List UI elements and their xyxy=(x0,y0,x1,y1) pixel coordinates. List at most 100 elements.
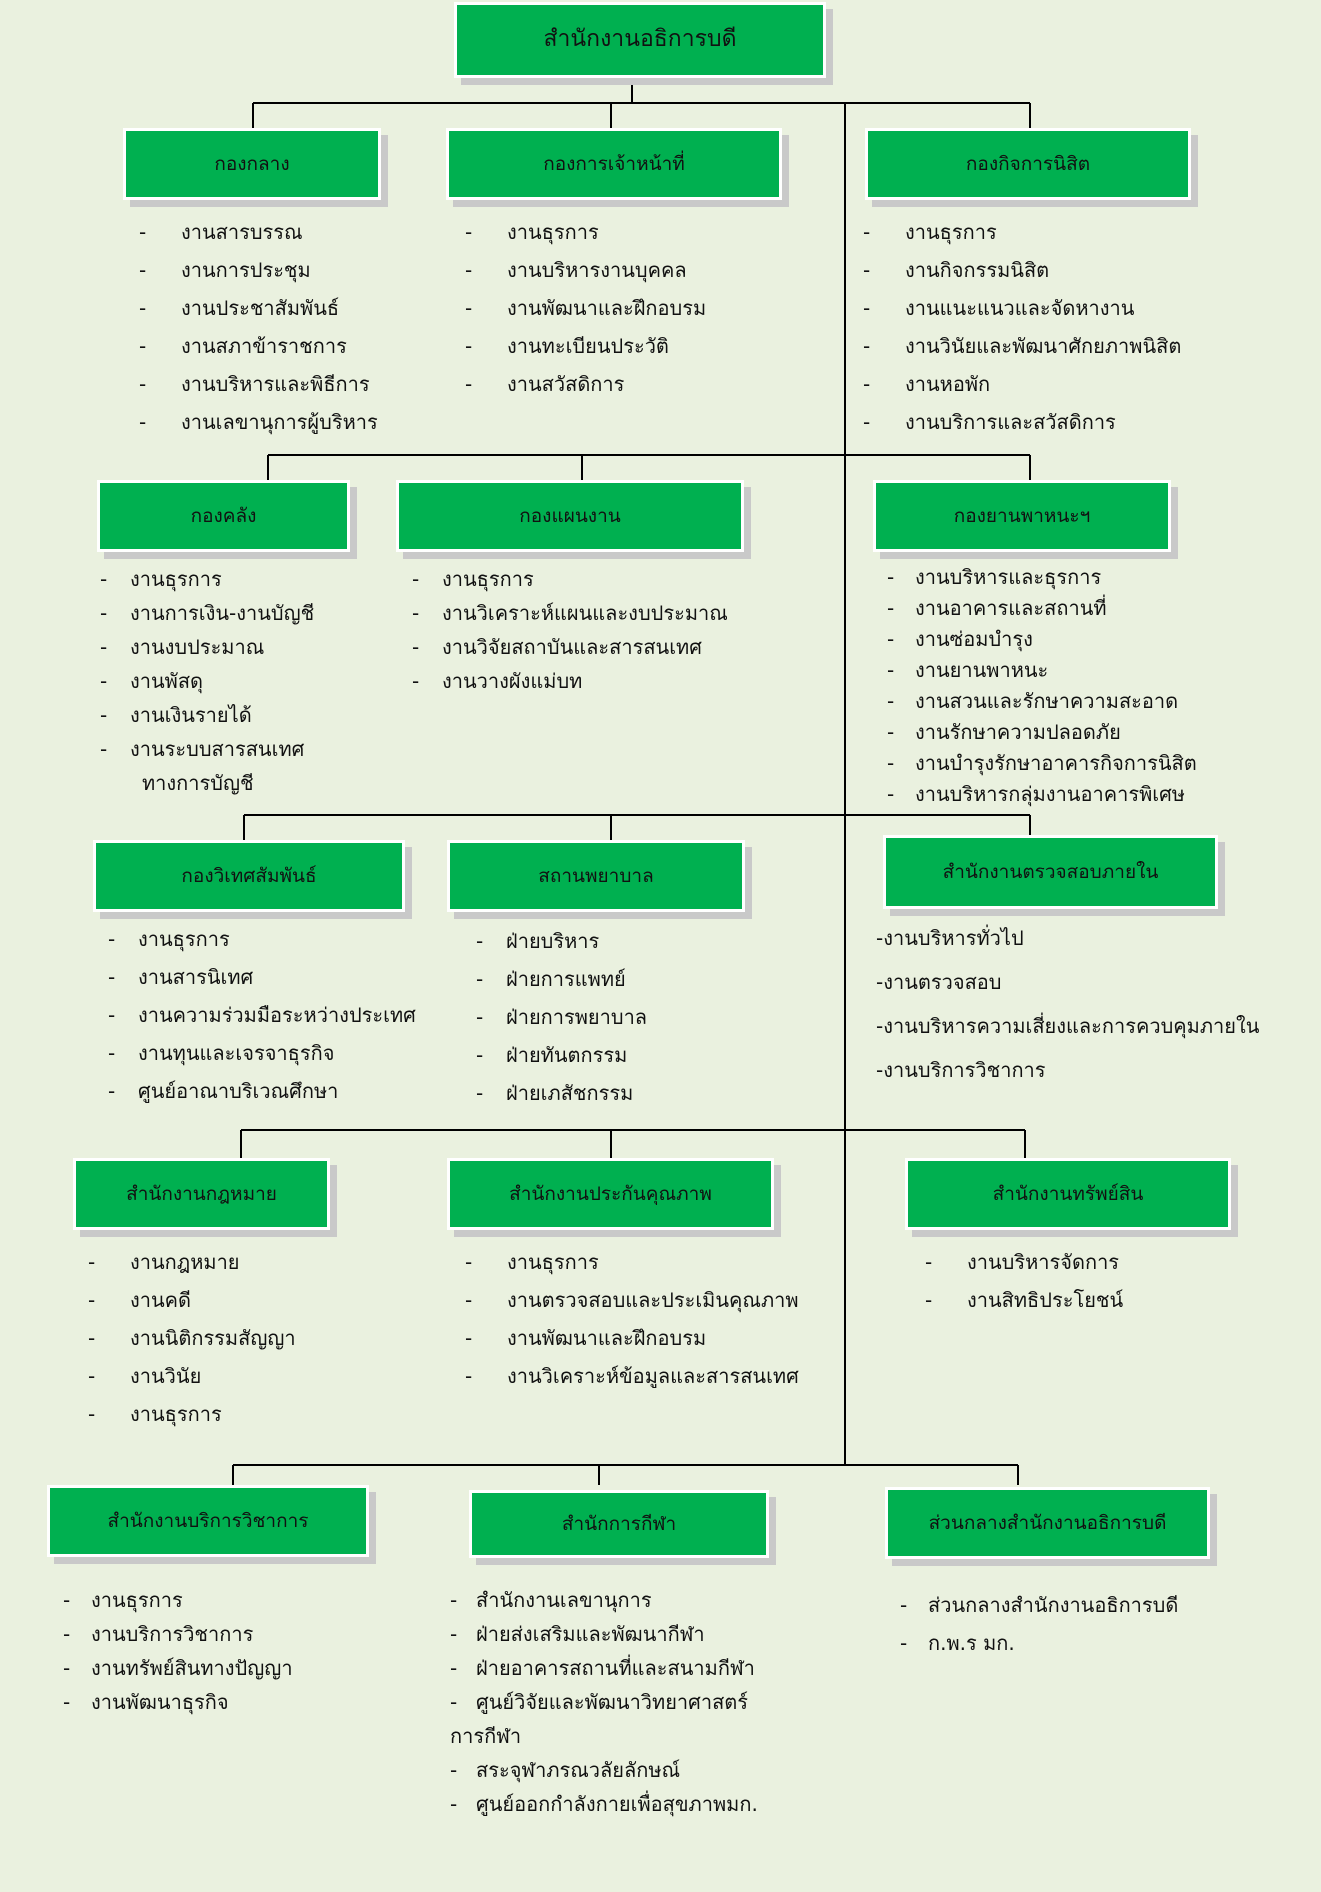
unit-box-finance: กองคลัง xyxy=(97,480,350,552)
list-item: -งานบริหารงานบุคคล xyxy=(465,258,687,282)
list-item: -งานสวนและรักษาความสะอาด xyxy=(887,689,1179,713)
unit-title: กองคลัง xyxy=(190,504,257,527)
list-item: -งานบำรุงรักษาอาคารกิจการนิสิต xyxy=(887,751,1197,775)
unit-title: กองกิจการนิสิต xyxy=(965,152,1091,175)
unit-list-sports: -สำนักงานเลขานุการ -ฝ่ายส่งเสริมและพัฒนา… xyxy=(450,1583,758,1821)
unit-title: ส่วนกลางสำนักงานอธิการบดี xyxy=(928,1511,1167,1534)
list-item: -งานสารนิเทศ xyxy=(108,965,254,989)
list-item: -งานธุรการ xyxy=(465,220,599,244)
unit-box-legal: สำนักงานกฎหมาย xyxy=(73,1158,330,1230)
list-item: -งานการเงิน-งานบัญชี xyxy=(100,601,315,625)
list-item: -งานพัฒนาธุรกิจ xyxy=(63,1690,229,1714)
unit-box-internal-audit: สำนักงานตรวจสอบภายใน xyxy=(883,835,1218,909)
list-item: -งานกฎหมาย xyxy=(88,1250,240,1274)
list-item: -งานรักษาความปลอดภัย xyxy=(887,720,1121,744)
list-item: -งานบริหารและธุรการ xyxy=(887,565,1102,589)
list-item: -งานธุรการ xyxy=(108,927,230,951)
list-item: -งานวินัยและพัฒนาศักยภาพนิสิต xyxy=(863,334,1182,358)
unit-list-property: -งานบริหารจัดการ -งานสิทธิประโยชน์ xyxy=(925,1243,1123,1319)
list-item: -งานทุนและเจรจาธุรกิจ xyxy=(108,1041,335,1065)
list-item: -สระจุฬาภรณวลัยลักษณ์ xyxy=(450,1758,681,1782)
list-item: การกีฬา xyxy=(450,1724,522,1748)
unit-title: สำนักงานตรวจสอบภายใน xyxy=(942,860,1159,883)
list-item: -สำนักงานเลขานุการ xyxy=(450,1588,652,1612)
unit-list-finance: -งานธุรการ -งานการเงิน-งานบัญชี -งานงบปร… xyxy=(100,562,314,800)
list-item: -งานวิเคราะห์ข้อมูลและสารสนเทศ xyxy=(465,1364,799,1388)
unit-box-quality-assurance: สำนักงานประกันคุณภาพ xyxy=(447,1158,774,1230)
unit-title: กองวิเทศสัมพันธ์ xyxy=(181,864,317,887)
unit-title: สำนักงานบริการวิชาการ xyxy=(107,1509,309,1532)
unit-box-personnel: กองการเจ้าหน้าที่ xyxy=(446,128,782,200)
unit-title: สถานพยาบาล xyxy=(538,864,654,887)
list-item: -งานบริหารความเสี่ยงและการควบคุมภายใน xyxy=(876,1014,1260,1038)
list-item: -งานวิจัยสถาบันและสารสนเทศ xyxy=(412,635,702,659)
list-item: -งานบริหารกลุ่มงานอาคารพิเศษ xyxy=(887,782,1185,806)
list-item: -ฝ่ายส่งเสริมและพัฒนากีฬา xyxy=(450,1622,705,1646)
list-item: -งานสวัสดิการ xyxy=(465,372,625,396)
unit-box-property: สำนักงานทรัพย์สิน xyxy=(905,1158,1231,1230)
list-item: -งานวินัย xyxy=(88,1364,202,1388)
list-item: -ศูนย์วิจัยและพัฒนาวิทยาศาสตร์ xyxy=(450,1690,749,1714)
list-item: -งานธุรการ xyxy=(63,1588,183,1612)
list-item: -ฝ่ายการพยาบาล xyxy=(476,1005,648,1029)
unit-list-planning: -งานธุรการ -งานวิเคราะห์แผนและงบประมาณ -… xyxy=(412,562,728,698)
list-item: -งานกิจกรรมนิสิต xyxy=(863,258,1050,282)
list-item: -งานระบบสารสนเทศ xyxy=(100,737,305,761)
unit-box-intl-relations: กองวิเทศสัมพันธ์ xyxy=(93,840,405,912)
list-item: -งานการประชุม xyxy=(139,258,311,282)
unit-box-kong-klang: กองกลาง xyxy=(123,128,381,200)
list-item: -งานพัสดุ xyxy=(100,669,204,693)
list-item: -งานเลขานุการผู้บริหาร xyxy=(139,410,378,434)
list-item: -งานธุรการ xyxy=(863,220,997,244)
list-item: -งานอาคารและสถานที่ xyxy=(887,596,1107,620)
list-item: -งานสารบรรณ xyxy=(139,220,303,244)
unit-title: กองกลาง xyxy=(214,152,290,175)
list-item: -งานตรวจสอบและประเมินคุณภาพ xyxy=(465,1288,799,1312)
unit-title: กองการเจ้าหน้าที่ xyxy=(543,152,685,175)
unit-box-sports: สำนักการกีฬา xyxy=(469,1490,769,1558)
unit-box-vehicles: กองยานพาหนะฯ xyxy=(873,480,1171,552)
list-item: -งานนิติกรรมสัญญา xyxy=(88,1326,296,1350)
list-item: -งานแนะแนวและจัดหางาน xyxy=(863,296,1135,320)
list-item: -งานเงินรายได้ xyxy=(100,703,252,727)
list-item: -ฝ่ายทันตกรรม xyxy=(476,1043,628,1067)
unit-title: สำนักการกีฬา xyxy=(561,1512,677,1535)
unit-box-student-affairs: กองกิจการนิสิต xyxy=(865,128,1191,200)
list-item: -งานบริการวิชาการ xyxy=(63,1622,254,1646)
list-item: -งานคดี xyxy=(88,1288,192,1312)
unit-box-hospital: สถานพยาบาล xyxy=(447,840,745,912)
list-item: -งานทรัพย์สินทางปัญญา xyxy=(63,1656,293,1680)
unit-title: สำนักงานประกันคุณภาพ xyxy=(509,1182,712,1205)
unit-list-student-affairs: -งานธุรการ -งานกิจกรรมนิสิต -งานแนะแนวแล… xyxy=(863,213,1181,441)
list-item: -งานประชาสัมพันธ์ xyxy=(139,296,340,320)
unit-list-hospital: -ฝ่ายบริหาร -ฝ่ายการแพทย์ -ฝ่ายการพยาบาล… xyxy=(476,922,647,1112)
list-item: -งานพัฒนาและฝึกอบรม xyxy=(465,1326,707,1350)
unit-list-academic-services: -งานธุรการ -งานบริการวิชาการ -งานทรัพย์ส… xyxy=(63,1583,293,1719)
list-item: -งานบริหารและพิธีการ xyxy=(139,372,370,396)
unit-box-central-office: ส่วนกลางสำนักงานอธิการบดี xyxy=(885,1487,1210,1559)
list-item: -งานงบประมาณ xyxy=(100,635,265,659)
unit-list-personnel: -งานธุรการ -งานบริหารงานบุคคล -งานพัฒนาแ… xyxy=(465,213,706,403)
list-item: -งานวิเคราะห์แผนและงบประมาณ xyxy=(412,601,728,625)
list-item: -งานซ่อมบำรุง xyxy=(887,627,1033,651)
list-item: -งานตรวจสอบ xyxy=(876,970,1002,994)
list-item: -ฝ่ายบริหาร xyxy=(476,929,600,953)
root-title: สำนักงานอธิการบดี xyxy=(543,26,737,53)
list-item: -งานความร่วมมือระหว่างประเทศ xyxy=(108,1003,416,1027)
unit-list-intl-relations: -งานธุรการ -งานสารนิเทศ -งานความร่วมมือร… xyxy=(108,920,416,1110)
list-item: -ก.พ.ร มก. xyxy=(900,1631,1015,1655)
unit-list-quality-assurance: -งานธุรการ -งานตรวจสอบและประเมินคุณภาพ -… xyxy=(465,1243,799,1395)
unit-list-central-office: -ส่วนกลางสำนักงานอธิการบดี -ก.พ.ร มก. xyxy=(900,1586,1178,1662)
list-item: -งานบริการวิชาการ xyxy=(876,1058,1046,1082)
list-item: -งานทะเบียนประวัติ xyxy=(465,334,669,358)
list-item: -ฝ่ายการแพทย์ xyxy=(476,967,626,991)
list-item: -งานธุรการ xyxy=(100,567,222,591)
unit-list-legal: -งานกฎหมาย -งานคดี -งานนิติกรรมสัญญา -งา… xyxy=(88,1243,296,1433)
list-item: -งานธุรการ xyxy=(88,1402,222,1426)
list-item: -งานพัฒนาและฝึกอบรม xyxy=(465,296,707,320)
list-item: -ศูนย์อาณาบริเวณศึกษา xyxy=(108,1079,339,1103)
list-item: -งานหอพัก xyxy=(863,372,991,396)
list-item: -ส่วนกลางสำนักงานอธิการบดี xyxy=(900,1593,1179,1617)
